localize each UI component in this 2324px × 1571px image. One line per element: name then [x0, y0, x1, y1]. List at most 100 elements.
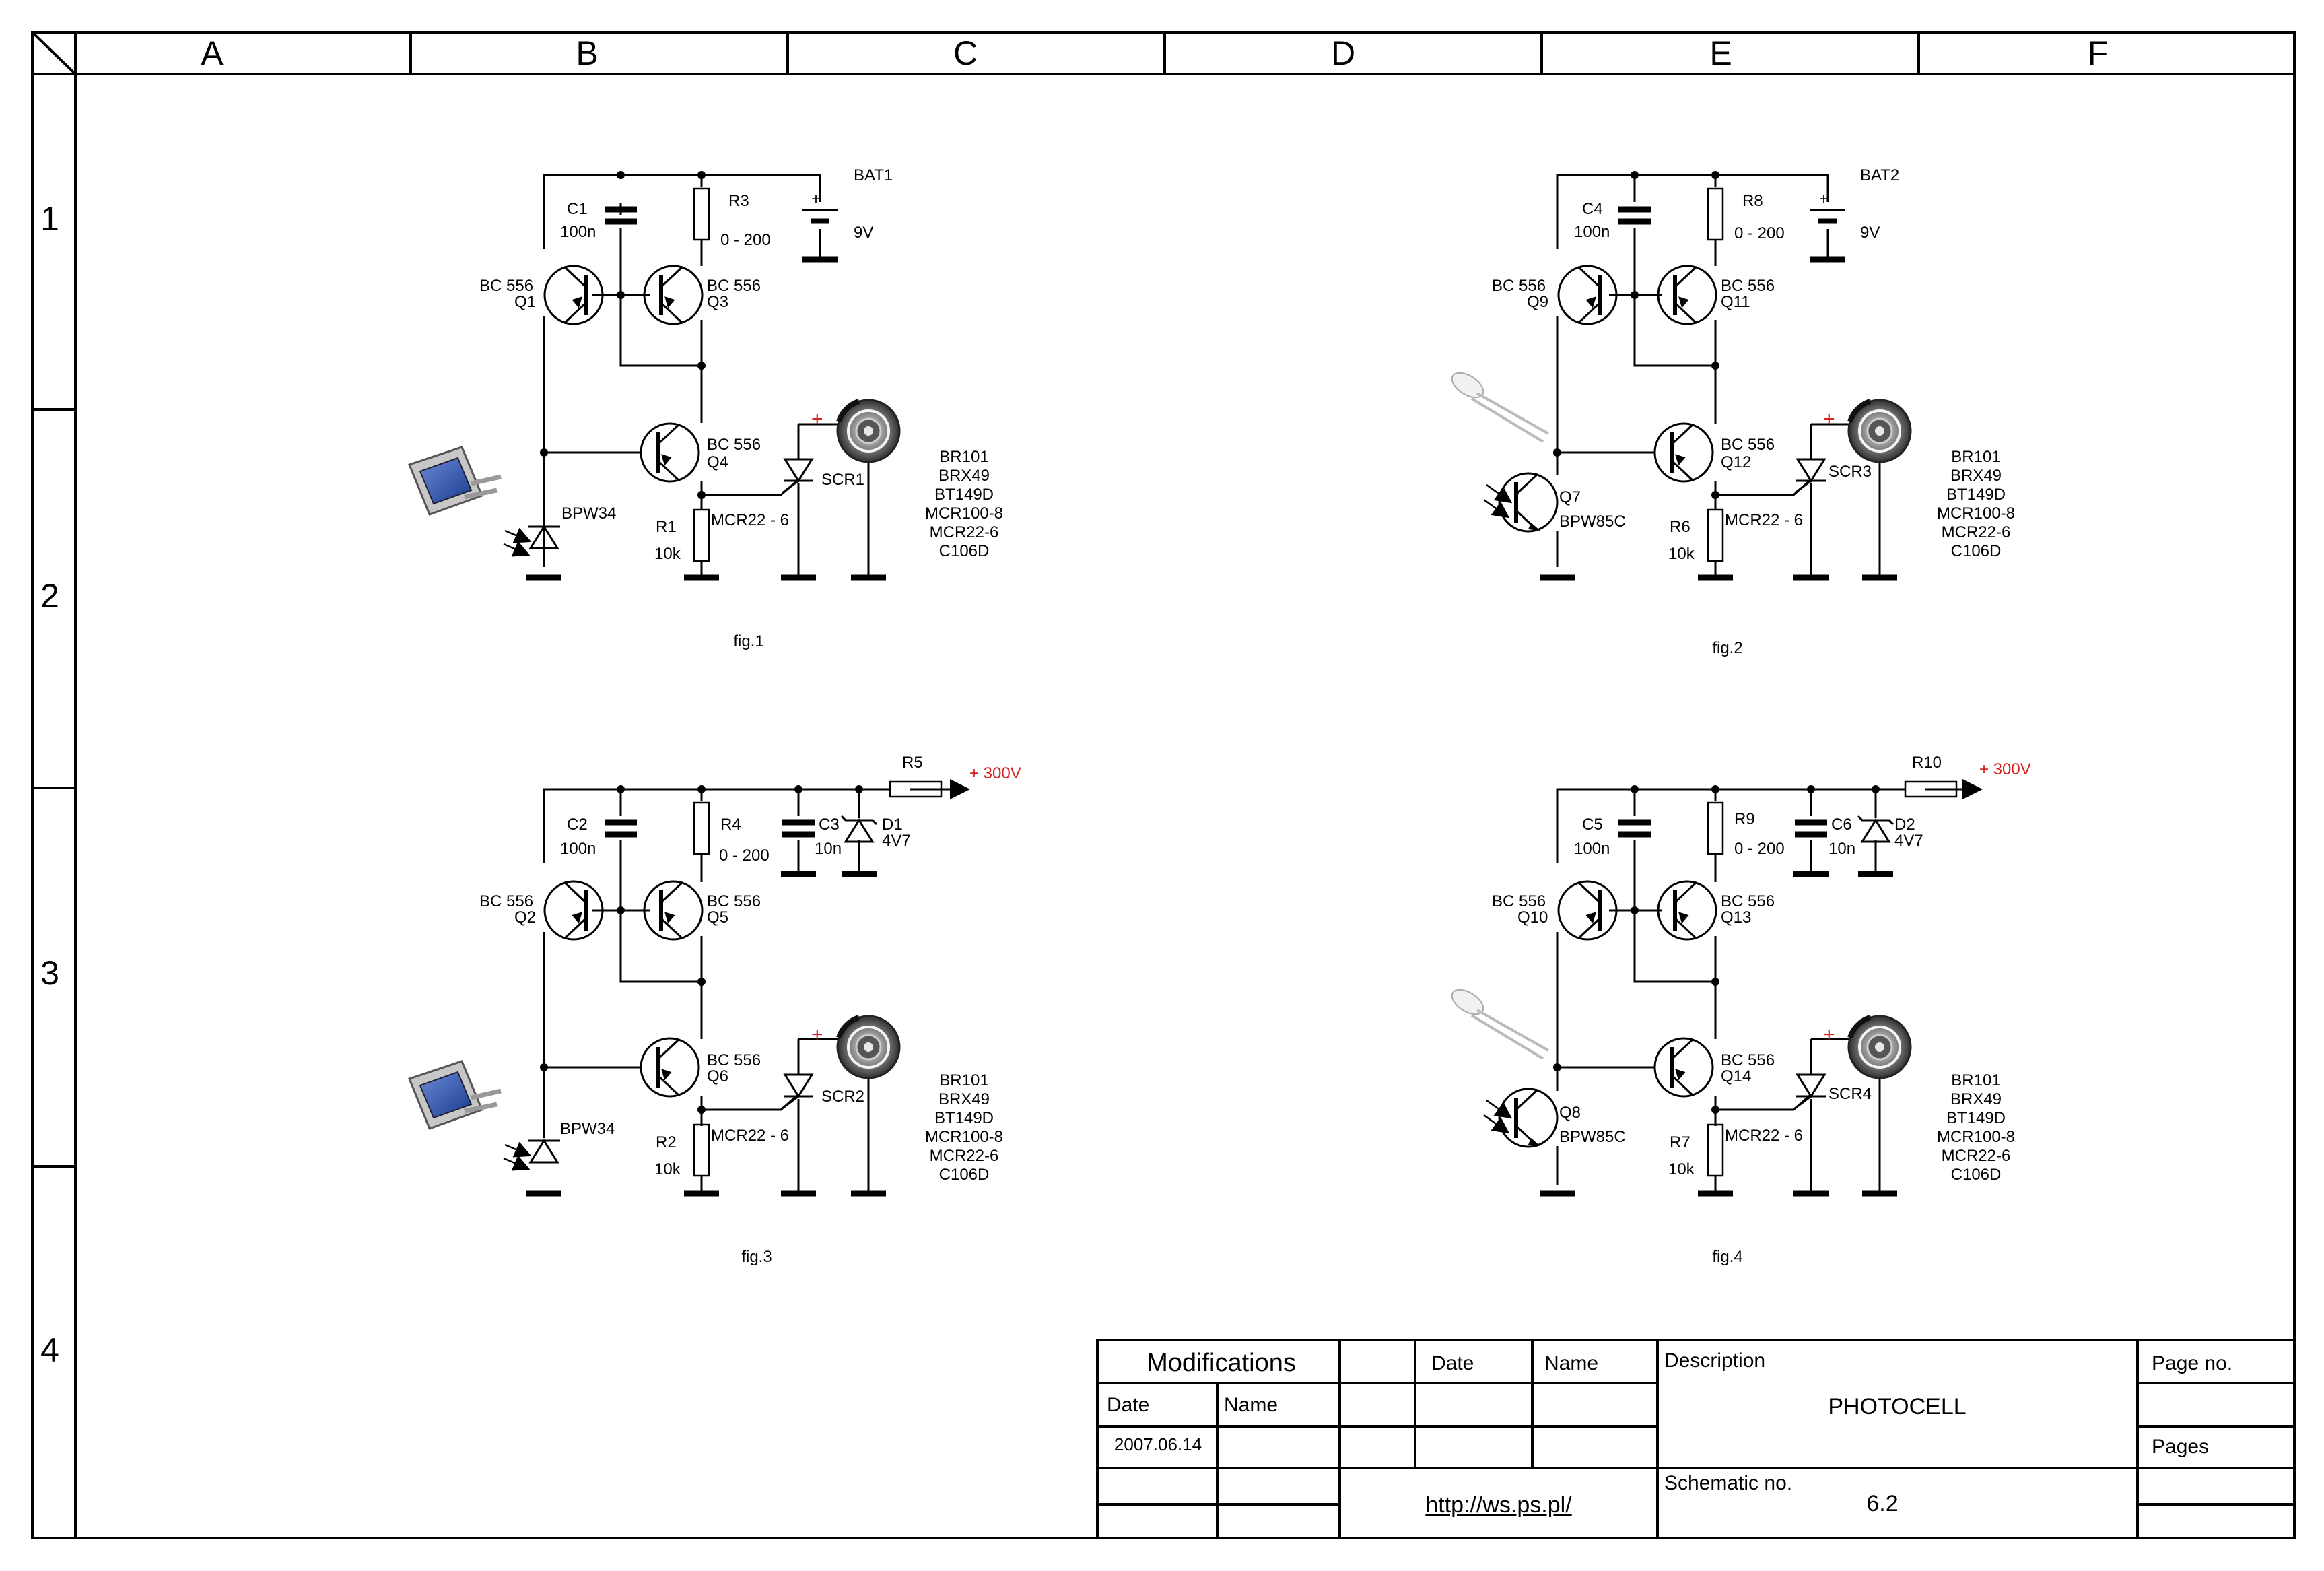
alt-item: BT149D: [1946, 1109, 2006, 1127]
qc-label: Q12: [1721, 453, 1751, 471]
transistor-q9: [1559, 266, 1616, 324]
alt-item: BRX49: [938, 467, 990, 485]
scr-part: MCR22 - 6: [711, 511, 789, 529]
qb-type: BC 556: [1721, 277, 1775, 295]
qb-label: Q3: [707, 293, 728, 311]
scr-label: SCR1: [821, 471, 864, 489]
qc-label: Q4: [707, 453, 728, 471]
figure-3: R5 + 300V C2 100n R4 0 - 200 C3 10n D1 4…: [409, 754, 1021, 1266]
pot-value: 0 - 200: [1734, 840, 1785, 858]
scr-part: MCR22 - 6: [1725, 511, 1803, 529]
phototransistor-q8: [1484, 1089, 1557, 1147]
qb-label: Q11: [1721, 293, 1750, 311]
scr-alternatives: BR101 BRX49 BT149D MCR100-8 MCR22-6 C106…: [925, 1071, 1003, 1184]
transistor-q11: [1658, 266, 1716, 324]
sensor-label: BPW34: [561, 504, 616, 523]
figure-caption: fig.3: [741, 1248, 772, 1266]
res-label: R1: [656, 518, 677, 536]
cap-label: C5: [1582, 815, 1603, 834]
pot-label: R9: [1734, 810, 1755, 828]
alt-item: MCR22-6: [1942, 523, 2011, 541]
battery-bat1: [802, 210, 838, 221]
cap2-label: C3: [819, 815, 840, 834]
capacitor-c6: [1795, 822, 1827, 834]
name-column: Name: [1224, 1394, 1278, 1416]
column-e: E: [1709, 34, 1732, 72]
capacitor-c3: [782, 822, 815, 834]
resistor-r5: [889, 780, 943, 798]
qa-label: Q10: [1517, 908, 1548, 927]
pot-r4: [693, 801, 710, 855]
row-4: 4: [40, 1331, 59, 1369]
sensor-label: Q7: [1559, 488, 1581, 506]
supply-voltage: + 300V: [1979, 760, 2031, 778]
qa-type: BC 556: [479, 892, 533, 910]
cap2-value: 10n: [815, 840, 842, 858]
qb-type: BC 556: [707, 892, 761, 910]
scr-label: SCR2: [821, 1088, 864, 1106]
buzzer-icon: [838, 400, 899, 462]
sensor-label: Q8: [1559, 1104, 1581, 1122]
scr-alternatives: BR101 BRX49 BT149D MCR100-8 MCR22-6 C106…: [1937, 1071, 2015, 1184]
alt-item: MCR22-6: [1942, 1147, 2011, 1165]
schematic-label: Schematic no.: [1664, 1472, 1792, 1494]
alt-item: MCR22-6: [930, 1147, 999, 1165]
photodiode-bpw34: [504, 527, 560, 552]
qc-type: BC 556: [1721, 436, 1775, 454]
transistor-q6: [641, 1038, 699, 1096]
bat-value: 9V: [854, 224, 873, 242]
qa-label: Q1: [514, 293, 536, 311]
buzzer-plus: +: [811, 408, 823, 430]
supply-res-label: R10: [1912, 754, 1942, 772]
pot-r8: [1707, 187, 1724, 241]
title-block: Modifications Date Name Date Name 2007.0…: [1096, 1339, 2296, 1539]
figure-1: + BAT1 9V C1 100n R3 0 - 200 BC 556 Q1 B…: [409, 166, 1003, 650]
sensor-type: BPW85C: [1559, 1128, 1626, 1146]
schematic-number: 6.2: [1866, 1491, 1898, 1516]
column-c: C: [953, 34, 978, 72]
column-headers: A B C D E F: [201, 34, 2108, 72]
qc-type: BC 556: [707, 1051, 761, 1069]
column-f: F: [2088, 34, 2109, 72]
transistor-q13: [1658, 881, 1716, 939]
zener-d2: [1857, 815, 1894, 843]
resistor-r2: [693, 1123, 710, 1177]
pot-value: 0 - 200: [719, 846, 770, 865]
led-photo-icon: [1446, 366, 1550, 443]
website-link[interactable]: http://ws.ps.pl/: [1425, 1492, 1572, 1518]
row-3: 3: [40, 954, 59, 992]
qa-type: BC 556: [1492, 277, 1546, 295]
scr-alternatives: BR101 BRX49 BT149D MCR100-8 MCR22-6 C106…: [925, 448, 1003, 560]
bat-value: 9V: [1860, 224, 1880, 242]
transistor-q14: [1655, 1038, 1713, 1096]
alt-item: MCR100-8: [1937, 1128, 2015, 1146]
cap2-label: C6: [1831, 815, 1852, 834]
figure-caption: fig.2: [1712, 639, 1742, 657]
qc-label: Q6: [707, 1067, 728, 1085]
resistor-r6: [1707, 508, 1724, 562]
cap-label: C2: [567, 815, 588, 834]
bat-label: BAT2: [1860, 166, 1899, 185]
pages-label: Pages: [2152, 1436, 2209, 1458]
cap-value: 100n: [1574, 223, 1610, 241]
alt-item: BRX49: [938, 1090, 990, 1108]
cap-label: C4: [1582, 200, 1603, 218]
alt-item: MCR100-8: [925, 504, 1003, 523]
plus-sign: +: [811, 190, 821, 208]
scr-part: MCR22 - 6: [1725, 1127, 1803, 1145]
alt-item: BR101: [939, 448, 988, 466]
qa-label: Q9: [1527, 293, 1548, 311]
led-photo-icon: [1446, 983, 1550, 1060]
column-a: A: [201, 34, 224, 72]
alt-item: C106D: [939, 542, 990, 560]
scr-part: MCR22 - 6: [711, 1127, 789, 1145]
alt-item: MCR22-6: [930, 523, 999, 541]
zener-label: D1: [882, 815, 903, 834]
res-value: 10k: [1668, 545, 1695, 563]
buzzer-plus: +: [1823, 408, 1835, 430]
phototransistor-q7: [1484, 473, 1557, 531]
supply-res-label: R5: [902, 754, 923, 772]
alt-item: BR101: [939, 1071, 988, 1090]
figure-2: + BAT2 9V C4 100n R8 0 - 200 BC 556 Q9 B…: [1446, 166, 2015, 657]
